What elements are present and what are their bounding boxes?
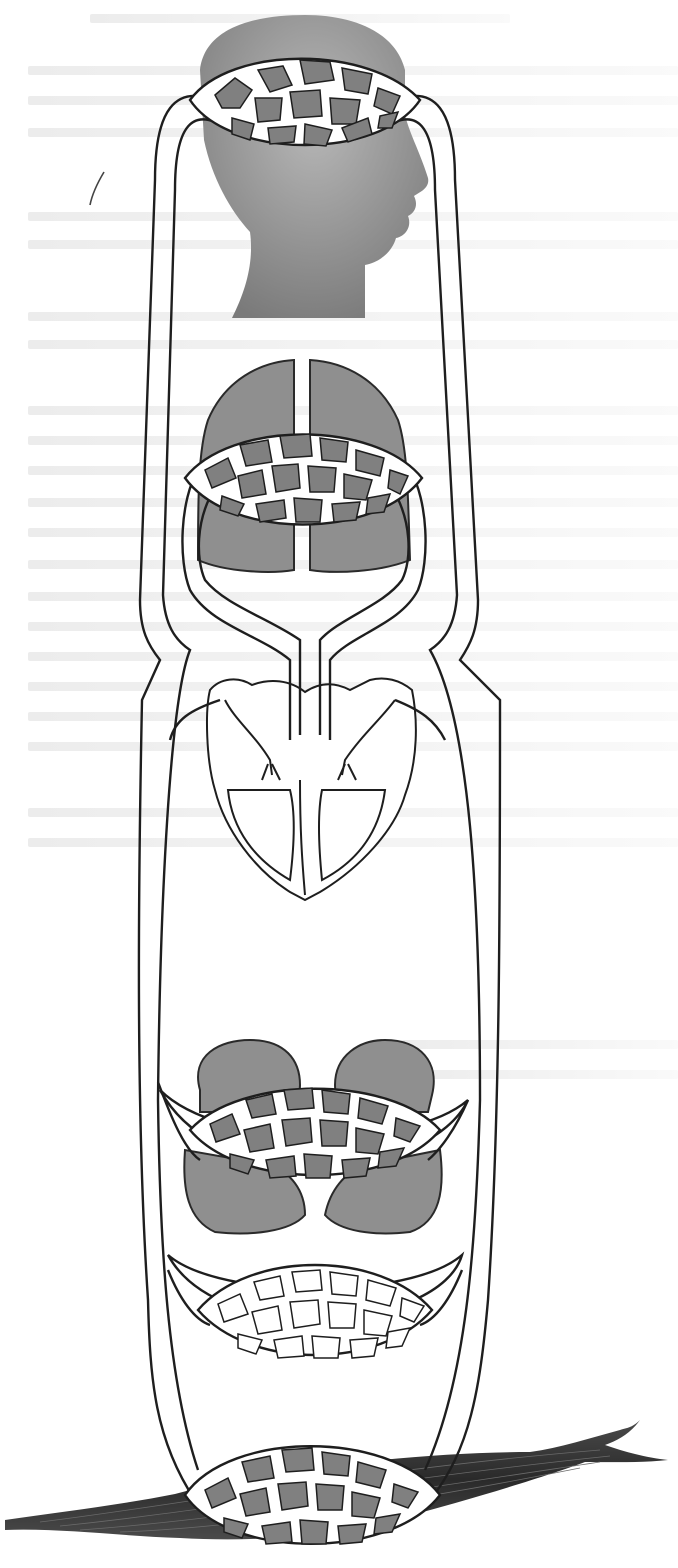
heart xyxy=(207,678,416,900)
intestine-capillary-bed xyxy=(168,1255,462,1358)
margin-mark xyxy=(90,172,104,205)
vessel-right-inner xyxy=(395,119,480,1470)
